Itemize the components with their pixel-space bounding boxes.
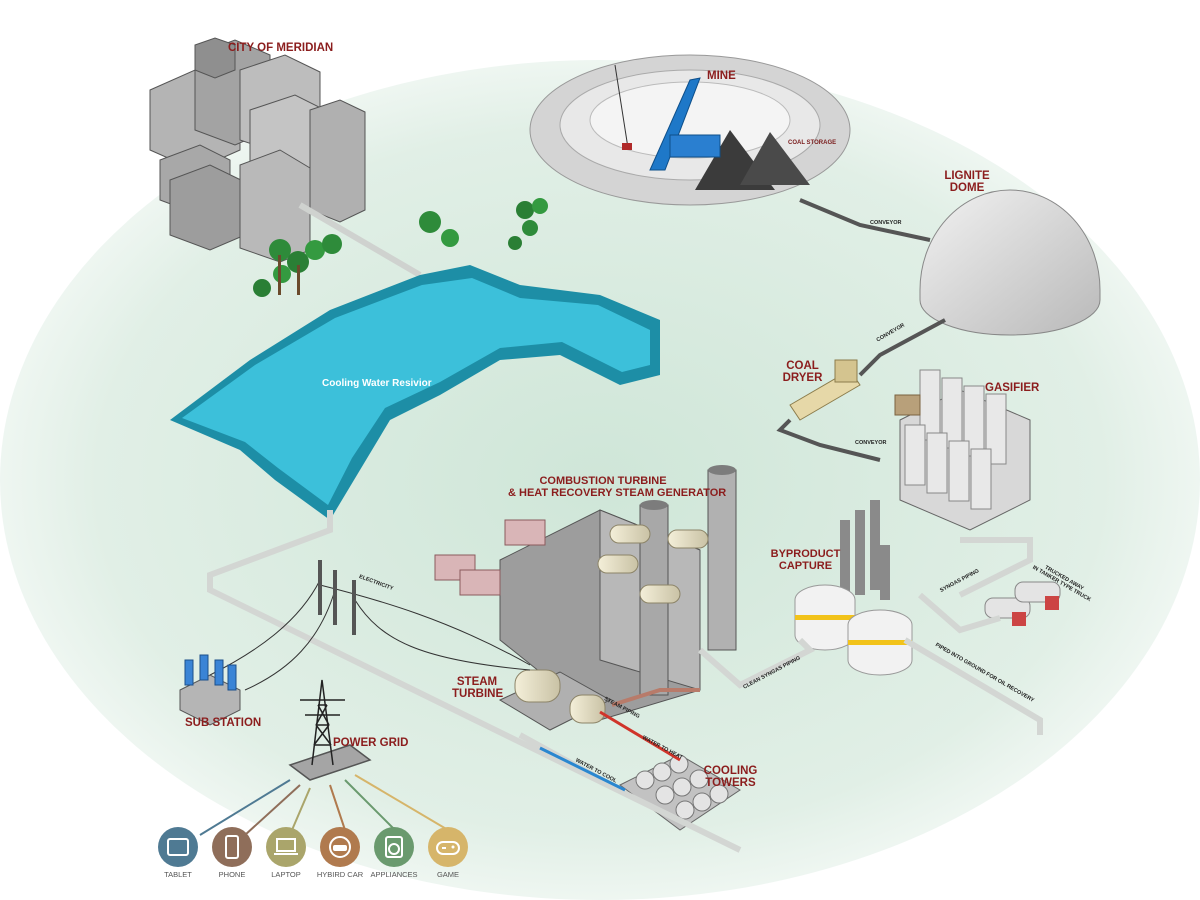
byproduct-capture xyxy=(794,500,913,676)
label-reservoir: Cooling Water Resivior xyxy=(322,378,432,389)
device-label-phone: PHONE xyxy=(218,870,246,879)
device-phone xyxy=(212,827,252,867)
cooling-water-reservoir xyxy=(170,265,660,520)
device-label-tablet: TABLET xyxy=(164,870,192,879)
sub-station xyxy=(179,654,241,726)
coal-dryer xyxy=(789,359,861,421)
hybrid-car-icon xyxy=(329,836,351,858)
city-water-pipe xyxy=(298,202,422,278)
conveyors xyxy=(776,198,946,462)
washing-machine-icon xyxy=(385,836,403,858)
label-combustion: COMBUSTION TURBINE & HEAT RECOVERY STEAM… xyxy=(508,475,727,499)
tanker-trucks xyxy=(984,581,1061,626)
combustion-turbine-building xyxy=(434,465,737,721)
label-coal-dryer: COAL DRYER xyxy=(780,360,825,384)
label-coal-dryer-line1: COAL xyxy=(786,360,819,372)
label-cooling-line2: TOWERS xyxy=(705,777,756,789)
label-city: CITY OF MERIDIAN xyxy=(228,42,334,54)
label-conveyor-1: CONVEYOR xyxy=(870,220,902,226)
water-to-heat-pipe xyxy=(599,710,681,762)
city-buildings xyxy=(149,37,366,263)
label-coal-storage: COAL STORAGE xyxy=(788,140,837,146)
label-sub-station: SUB STATION xyxy=(185,717,262,729)
label-conveyor-3: CONVEYOR xyxy=(855,440,887,446)
trees-city xyxy=(253,234,342,297)
device-game xyxy=(428,827,468,867)
label-byproduct-line2: CAPTURE xyxy=(778,560,833,572)
label-cooling-towers: COOLING TOWERS xyxy=(703,765,758,789)
water-to-cool-pipe xyxy=(539,746,626,792)
device-label-hybrid-car: HYBIRD CAR xyxy=(316,870,364,879)
label-lignite-line2: DOME xyxy=(949,182,985,194)
gasifier xyxy=(894,369,1031,531)
label-gasifier: GASIFIER xyxy=(985,382,1040,394)
label-steam-turbine-line1: STEAM xyxy=(456,676,498,688)
label-combustion-line2: & HEAT RECOVERY STEAM GENERATOR xyxy=(508,487,727,499)
mine-quarry xyxy=(529,54,851,206)
device-laptop xyxy=(266,827,306,867)
label-steam-turbine-line2: TURBINE xyxy=(452,688,504,700)
laptop-icon xyxy=(274,838,298,855)
device-hybrid-car xyxy=(320,827,360,867)
utility-poles xyxy=(318,560,356,635)
steam-pipe xyxy=(611,688,700,707)
label-coal-dryer-line2: DRYER xyxy=(782,372,823,384)
lignite-dome xyxy=(919,189,1101,336)
label-lignite-line1: LIGNITE xyxy=(944,170,990,182)
power-lines xyxy=(209,579,531,691)
game-controller-icon xyxy=(436,841,460,855)
device-label-appliances: APPLIANCES xyxy=(370,870,418,879)
power-grid-tower xyxy=(288,679,372,781)
cooling-towers xyxy=(619,754,741,831)
device-tablet xyxy=(158,827,198,867)
label-byproduct: BYPRODUCT CAPTURE xyxy=(768,548,843,572)
label-steam-turbine: STEAM TURBINE xyxy=(452,676,504,700)
device-label-laptop: LAPTOP xyxy=(271,870,301,879)
steam-turbine xyxy=(498,669,612,731)
device-lines xyxy=(199,774,449,836)
trees-lake xyxy=(419,198,548,250)
label-combustion-line1: COMBUSTION TURBINE xyxy=(539,475,667,487)
label-byproduct-line1: BYPRODUCT xyxy=(770,548,841,560)
label-power-grid: POWER GRID xyxy=(333,737,409,749)
tablet-icon xyxy=(167,838,189,856)
device-label-game: GAME xyxy=(436,870,460,879)
label-lignite-dome: LIGNITE DOME xyxy=(942,170,992,194)
label-cooling-line1: COOLING xyxy=(703,765,758,777)
label-mine: MINE xyxy=(707,70,736,82)
device-appliances xyxy=(374,827,414,867)
piping xyxy=(207,510,1043,853)
phone-icon xyxy=(225,835,239,859)
